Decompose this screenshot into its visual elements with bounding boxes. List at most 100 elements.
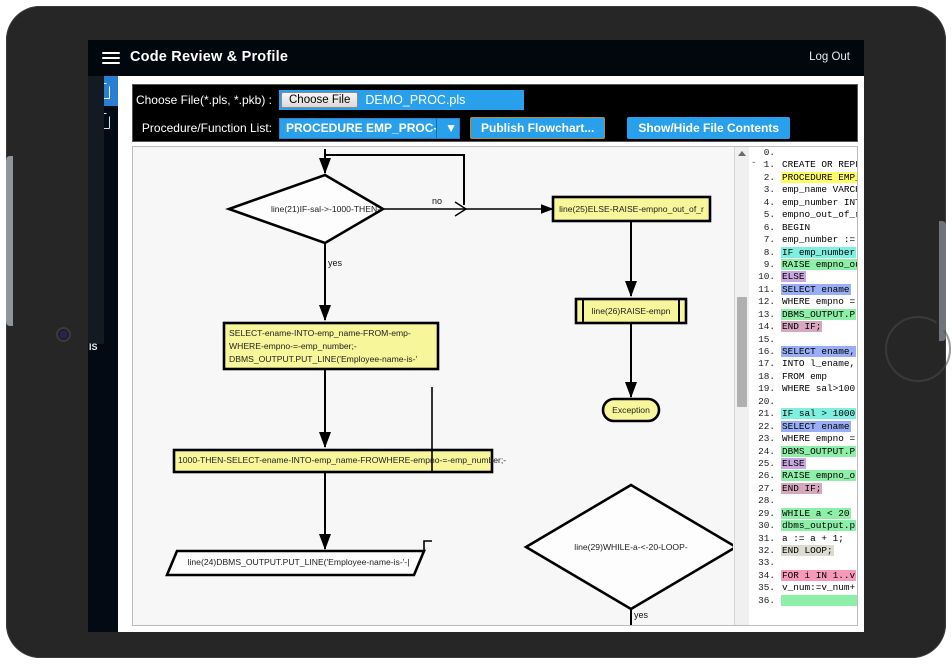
- code-line: 1. CREATE OR REPL: [749, 159, 857, 171]
- left-bezel-edge: [6, 156, 13, 326]
- code-line-number: 31.: [758, 532, 775, 544]
- code-line: 31.a := a + 1;: [749, 533, 857, 545]
- procedure-row: Procedure/Function List: PROCEDURE EMP_P…: [133, 115, 859, 141]
- code-line-number: 10.: [758, 271, 775, 283]
- code-line-text: CREATE OR REPL: [782, 159, 857, 171]
- chevron-down-icon: ▼: [436, 118, 459, 138]
- code-line: 27. END IF;: [749, 482, 857, 495]
- code-line-number: 28.: [758, 495, 775, 507]
- code-line-text: WHERE empno =: [782, 433, 856, 445]
- code-line-text: empno_out_of_r: [782, 209, 857, 221]
- code-line-text: dbms_output.p: [781, 520, 857, 532]
- flowchart-graphics: [165, 149, 733, 625]
- code-line: 6. BEGIN: [749, 222, 857, 234]
- code-line-number: 36.: [758, 594, 775, 606]
- code-line-number: 20.: [758, 395, 775, 407]
- sidebar-panel-stub: [88, 76, 104, 344]
- code-line: 8. IF emp_number: [749, 246, 857, 259]
- code-line: 12.WHERE empno =: [749, 296, 857, 308]
- code-line-number: 26.: [758, 470, 775, 482]
- code-line: 19. WHERE sal>100: [749, 383, 857, 395]
- code-line-number: 13.: [758, 308, 775, 320]
- flow-node-label-n2: SELECT-ename-INTO-emp_name-FROM-emp- WHE…: [229, 328, 418, 364]
- code-line: 20.: [749, 396, 857, 408]
- code-line-number: 35.: [758, 582, 775, 594]
- code-line: 10.ELSE: [749, 271, 857, 283]
- code-line-number: 12.: [758, 296, 775, 308]
- code-line: 23. WHERE empno =: [749, 433, 857, 445]
- code-line-text: SELECT ename: [781, 420, 851, 432]
- scrollbar-thumb[interactable]: [737, 297, 747, 407]
- code-line-number: 27.: [758, 482, 775, 494]
- code-line-text: ELSE: [781, 457, 806, 469]
- code-line-text: [781, 557, 783, 568]
- code-line-number: 6.: [763, 221, 775, 233]
- code-line-text: PROCEDURE EMP_: [781, 171, 857, 183]
- flow-node-label-n4: line(24)DBMS_OUTPUT.PUT_LINE('Employee-n…: [187, 557, 410, 567]
- code-line-text: FROM emp: [782, 370, 828, 382]
- file-label: Choose File(*.pls, *.pkb) :: [135, 93, 272, 107]
- code-line-number: 22.: [758, 420, 775, 432]
- choose-file-button[interactable]: Choose File: [281, 92, 359, 108]
- caret-up-icon[interactable]: [738, 151, 746, 156]
- code-line: 7.emp_number :=: [749, 234, 857, 246]
- flow-node-label-n7: Exception: [612, 405, 650, 415]
- code-line-number: 14.: [758, 321, 775, 333]
- code-line-number: 11.: [758, 283, 775, 295]
- code-line: 17.INTO l_ename,: [749, 358, 857, 370]
- code-line-number: 23.: [758, 433, 775, 445]
- code-line: 3.emp_name VARCH: [749, 184, 857, 196]
- code-line-text: BEGIN: [782, 221, 811, 233]
- code-line-number: 18.: [758, 370, 775, 382]
- code-line-number: 16.: [758, 346, 775, 357]
- flowchart-canvas[interactable]: line(21)IF-sal->-1000-THEN- SELECT-ename…: [133, 147, 733, 625]
- code-line-number: 8.: [763, 246, 775, 258]
- procedure-select[interactable]: PROCEDURE EMP_PROC- ▼: [279, 117, 460, 139]
- code-line: 21.IF sal > 1000: [749, 408, 857, 420]
- tablet-frame: Code Review & Profile Log Out IS Choose …: [6, 6, 951, 658]
- code-line: 33.: [749, 557, 857, 569]
- tablet-screen: Code Review & Profile Log Out IS Choose …: [88, 40, 864, 632]
- app-header: Code Review & Profile Log Out: [88, 40, 864, 76]
- code-line: 13.DBMS_OUTPUT.P: [749, 308, 857, 321]
- flow-node-label-n6: line(26)RAISE-empn: [591, 306, 671, 316]
- code-line: 26. RAISE empno_o: [749, 470, 857, 482]
- code-line: 9.RAISE empno_ou: [749, 258, 857, 271]
- flow-edge-label-yes-1: yes: [328, 258, 343, 268]
- code-line: 14.END IF;: [749, 321, 857, 333]
- code-line: 25.ELSE: [749, 457, 857, 470]
- code-line-text: END IF;: [781, 482, 823, 494]
- code-line-number: 1.: [763, 159, 775, 171]
- main-content: Choose File(*.pls, *.pkb) : Choose File …: [118, 76, 864, 632]
- sidebar-edge-text: IS: [89, 342, 98, 352]
- code-line-text: END LOOP;: [781, 545, 834, 556]
- code-line-text: RAISE empno_o: [781, 470, 857, 482]
- code-line-number: 33.: [758, 557, 775, 569]
- publish-flowchart-button[interactable]: Publish Flowchart...: [470, 117, 606, 139]
- code-line-number: 19.: [758, 383, 775, 395]
- home-button-ring[interactable]: [885, 316, 951, 382]
- code-line-text: emp_number INT: [782, 196, 857, 208]
- flow-node-label-n8: line(29)WHILE-a-<-20-LOOP-: [574, 542, 688, 552]
- code-line: 29.WHILE a < 20: [749, 507, 857, 520]
- file-chooser-row: Choose File(*.pls, *.pkb) : Choose File …: [133, 87, 859, 113]
- code-line: 16.SELECT ename,: [749, 346, 857, 358]
- code-line-number: 0.: [763, 147, 775, 158]
- file-name-value: DEMO_PROC.pls: [365, 93, 466, 107]
- code-line-number: 4.: [763, 196, 775, 208]
- code-line-text: [781, 396, 783, 407]
- flow-node-label-n5: line(25)ELSE-RAISE-empno_out_of_r: [559, 204, 704, 214]
- code-line-text: WHERE sal>100: [782, 383, 856, 395]
- flow-edge-label-yes-2: yes: [634, 610, 649, 620]
- code-line-number: 30.: [758, 520, 775, 532]
- code-line-number: 15.: [758, 333, 775, 345]
- code-line-text: IF emp_number: [781, 246, 857, 258]
- hamburger-icon[interactable]: [102, 49, 120, 67]
- code-line-number: 24.: [758, 445, 775, 457]
- logout-button[interactable]: Log Out: [809, 51, 850, 63]
- flowchart-scrollbar[interactable]: [734, 147, 750, 625]
- file-input[interactable]: Choose File DEMO_PROC.pls: [279, 90, 524, 110]
- show-hide-file-contents-button[interactable]: Show/Hide File Contents: [627, 117, 791, 139]
- code-line-text: [781, 495, 783, 506]
